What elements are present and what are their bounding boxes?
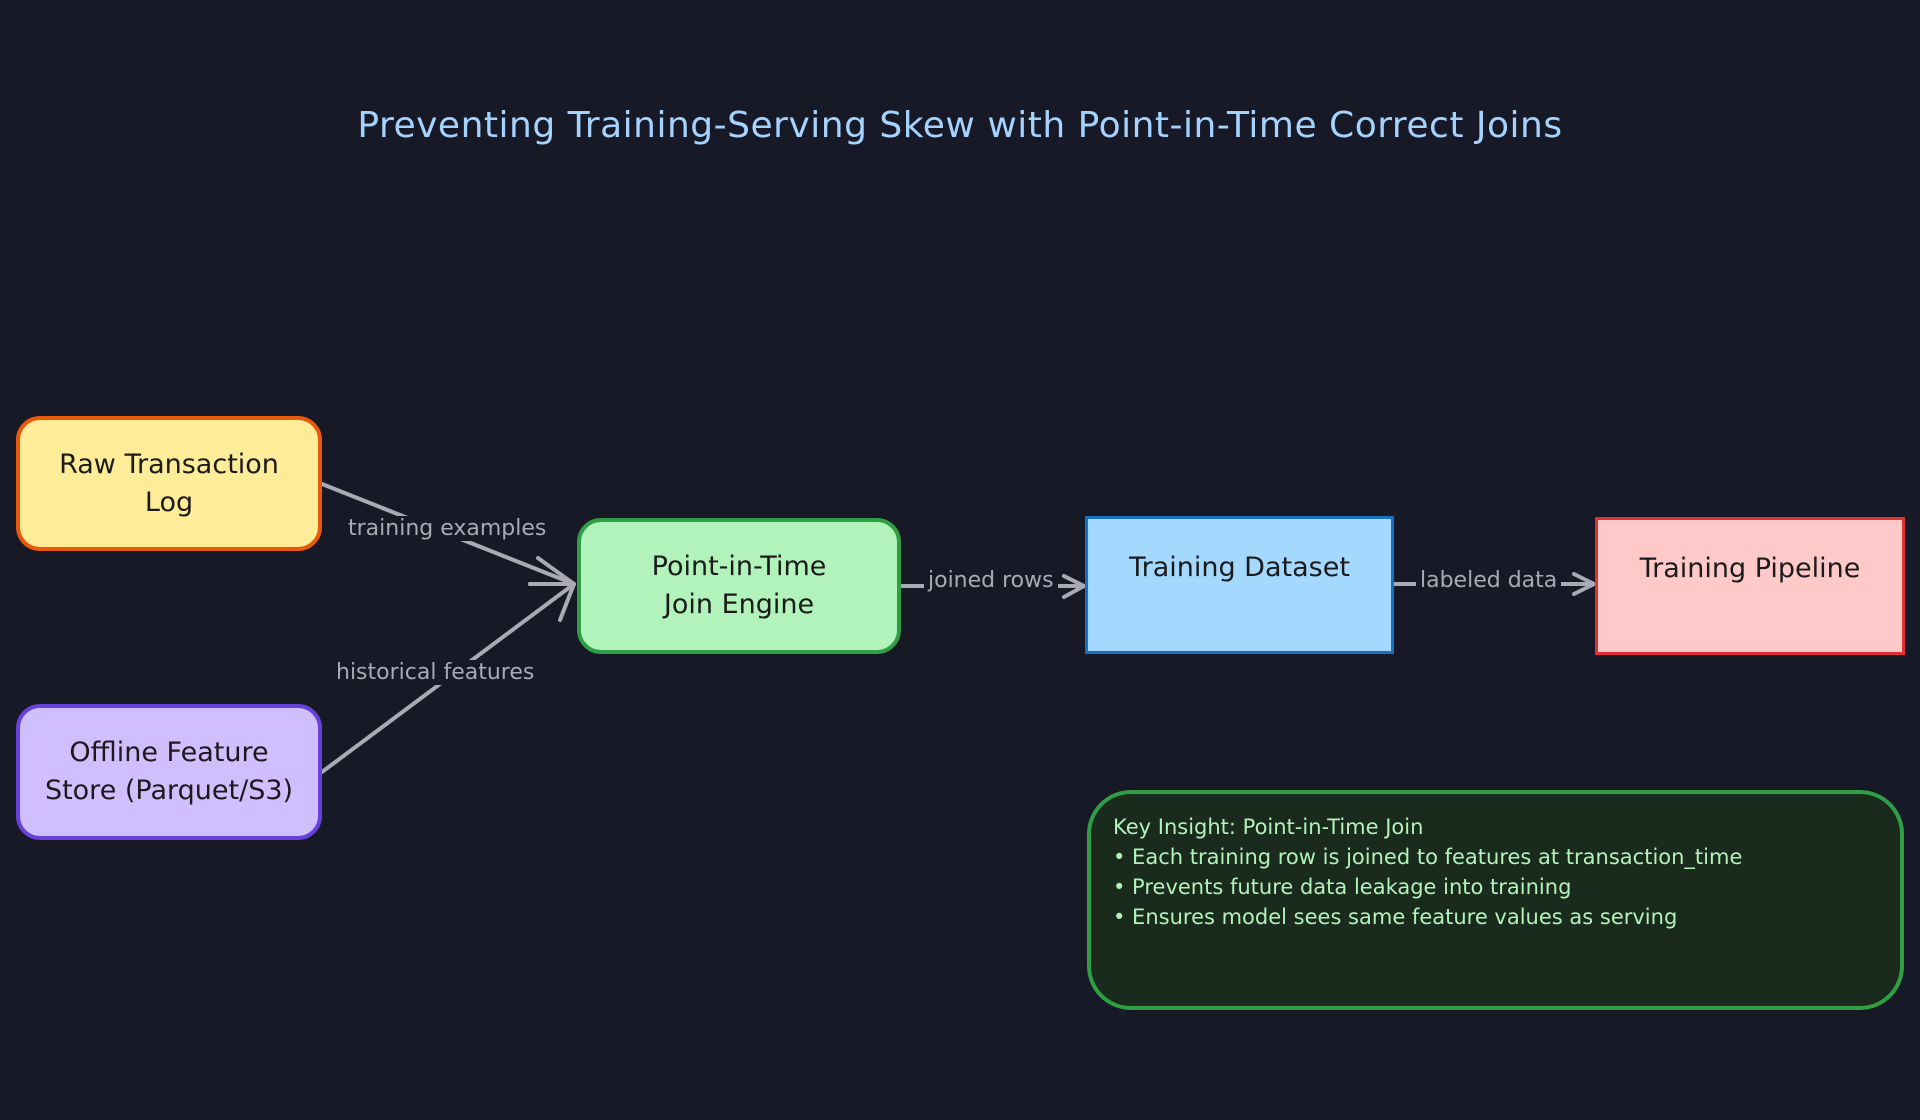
insight-bullet: • Prevents future data leakage into trai… (1113, 875, 1572, 899)
training-dataset-node[interactable]: Training Dataset (1085, 516, 1394, 654)
key-insight-note[interactable]: Key Insight: Point-in-Time Join • Each t… (1087, 790, 1904, 1010)
arrowhead-icon (1572, 572, 1596, 596)
diagram-title: Preventing Training-Serving Skew with Po… (357, 105, 1563, 146)
insight-bullet: • Each training row is joined to feature… (1113, 845, 1743, 869)
insight-heading: Key Insight: Point-in-Time Join (1113, 815, 1424, 839)
edge-label-joined-rows: joined rows (924, 568, 1058, 593)
arrowhead-icon (1062, 574, 1086, 599)
edge-label-training-examples: training examples (344, 516, 551, 541)
insight-bullet: • Ensures model sees same feature values… (1113, 905, 1678, 929)
training-pipeline-node[interactable]: Training Pipeline (1595, 517, 1905, 655)
raw-transaction-log-node[interactable]: Raw Transaction Log (16, 416, 322, 551)
edge-label-historical-features: historical features (332, 660, 539, 685)
offline-feature-store-node[interactable]: Offline Feature Store (Parquet/S3) (16, 704, 322, 840)
edge-label-labeled-data: labeled data (1416, 568, 1562, 593)
arrowhead-icon (528, 582, 576, 622)
join-engine-node[interactable]: Point-in-Time Join Engine (577, 518, 901, 654)
